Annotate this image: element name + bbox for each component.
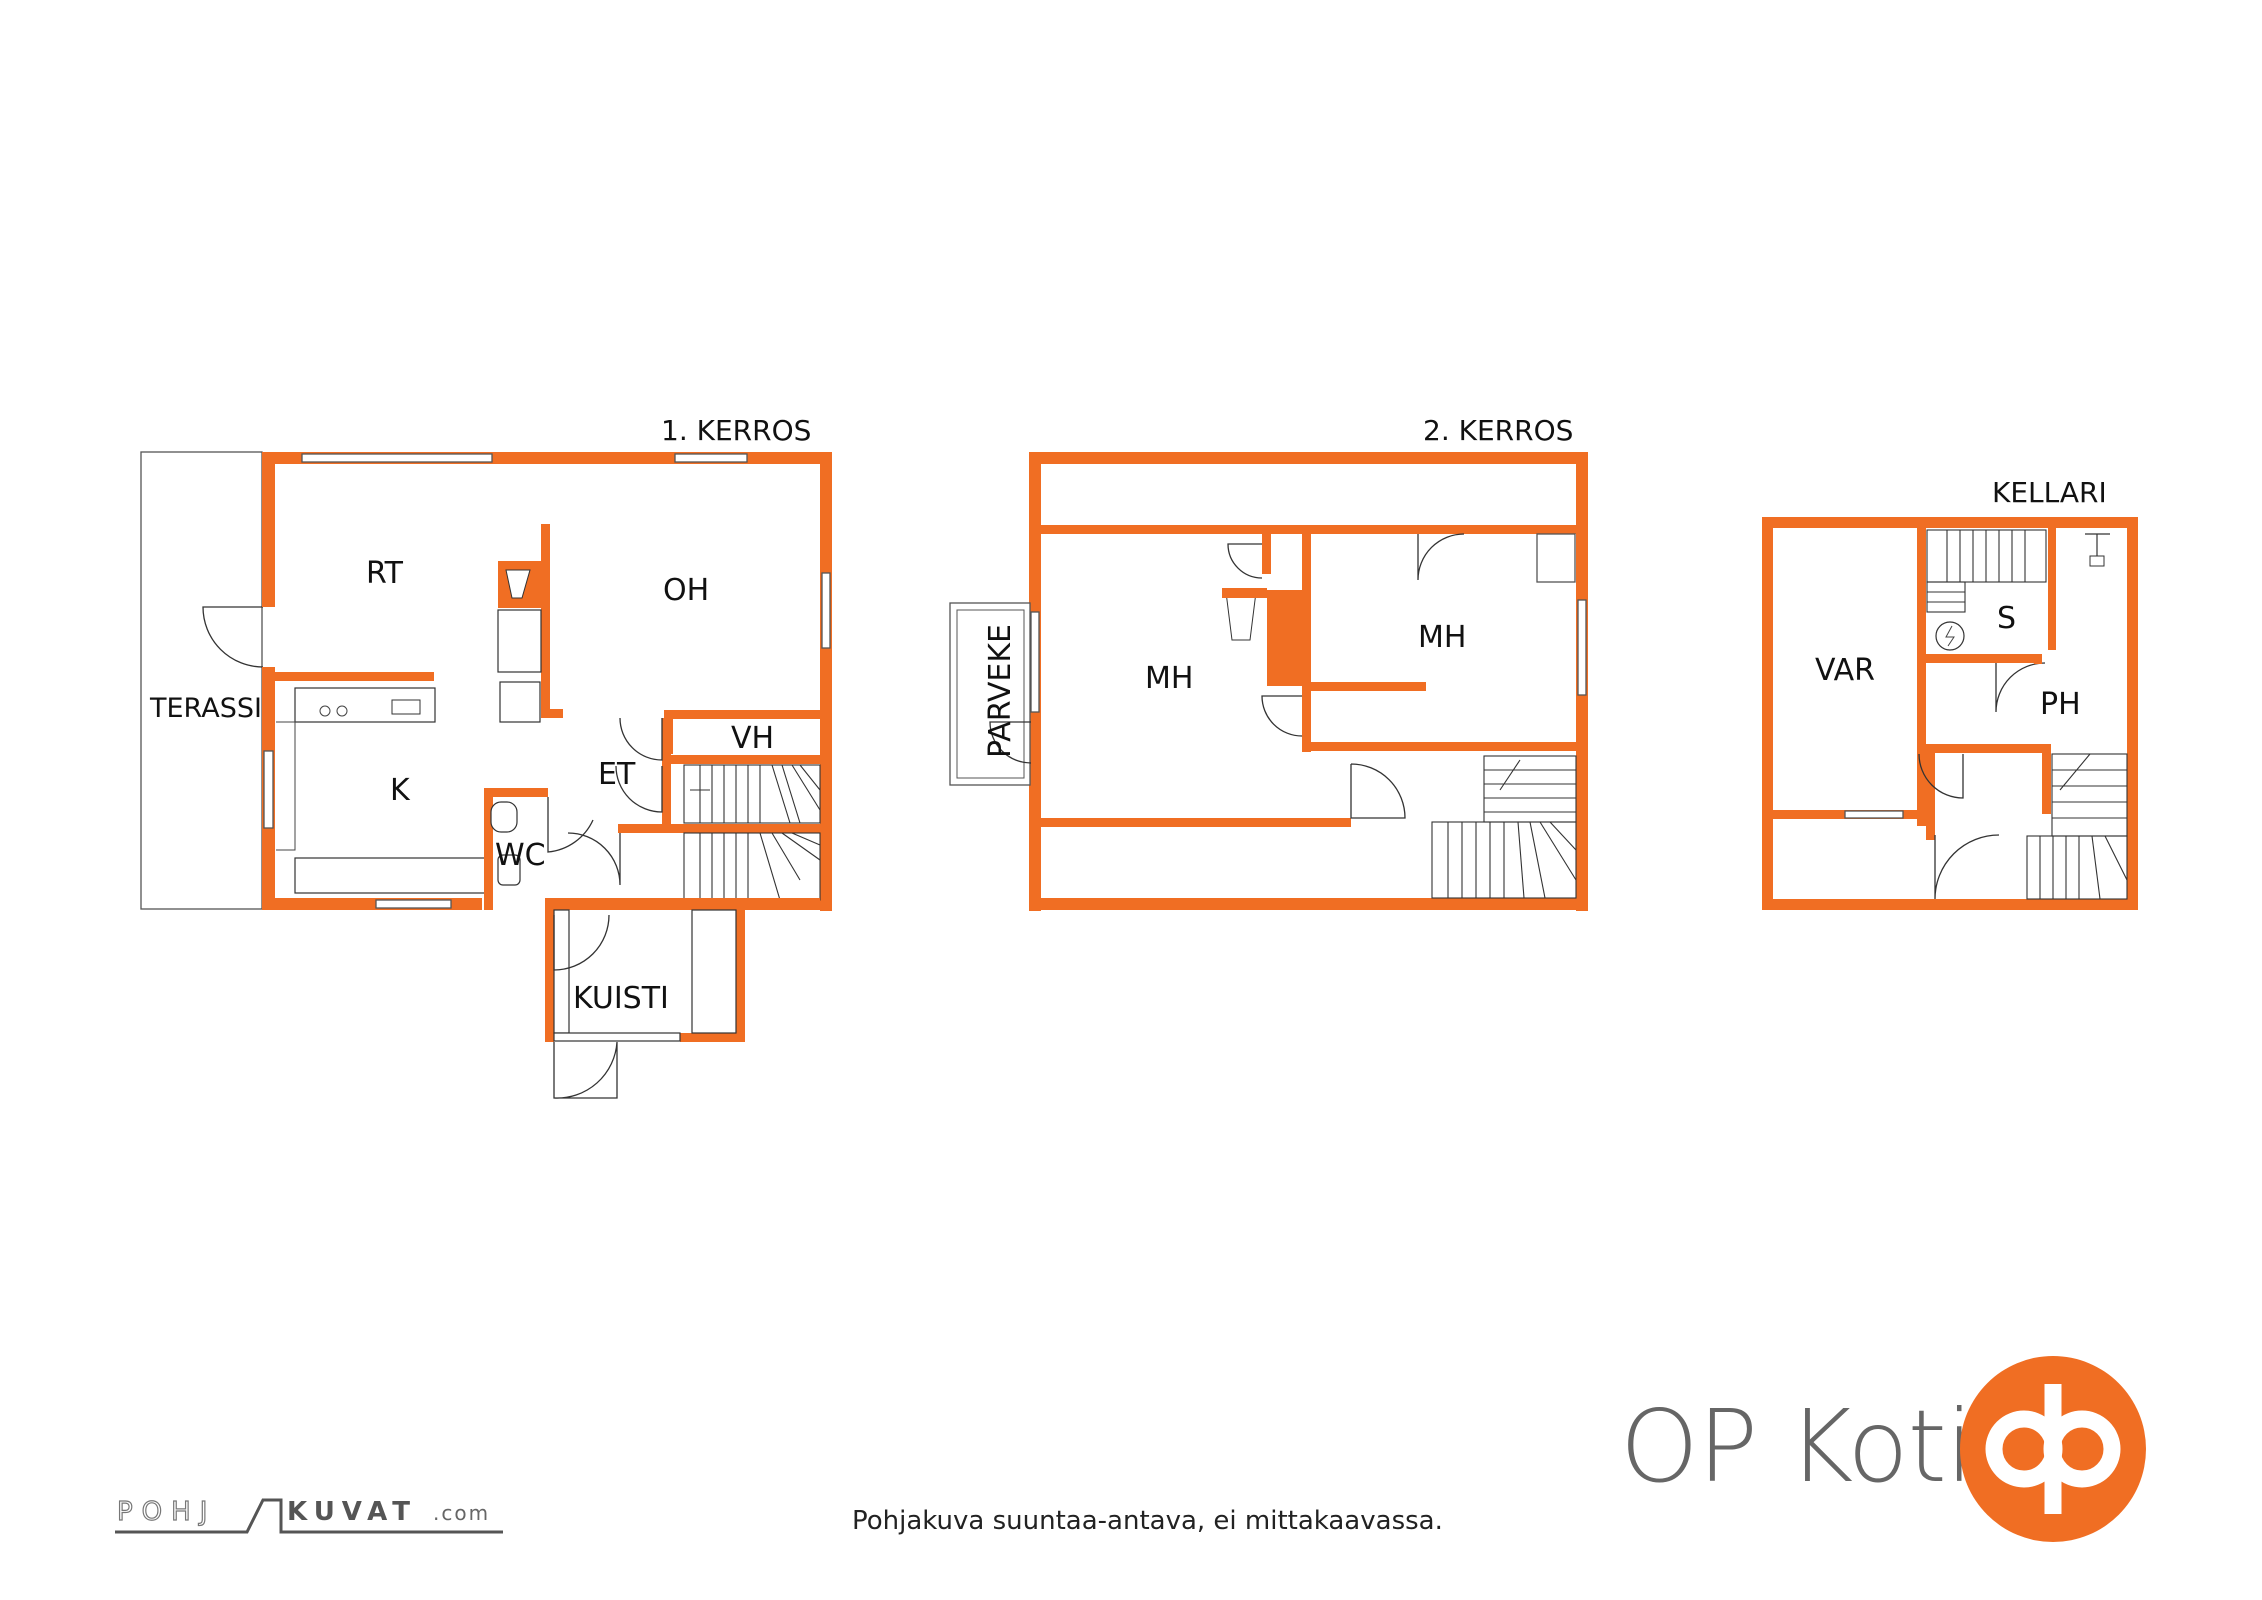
kuisti-outer-door [553, 1041, 618, 1099]
closet-door-1 [1227, 543, 1263, 579]
room-label-wc: WC [495, 838, 546, 873]
watermark-com: .com [433, 1501, 490, 1525]
disclaimer-note: Pohjakuva suuntaa-antava, ei mittakaavas… [852, 1506, 1443, 1536]
room-label-mh-left: MH [1145, 661, 1193, 696]
room-label-s: S [1997, 601, 2016, 636]
terrace-door [202, 606, 264, 668]
floor-title-basement: KELLARI [1992, 476, 2107, 509]
room-label-var: VAR [1815, 653, 1875, 688]
room-label-mh-right: MH [1418, 620, 1466, 655]
sauna-door [1995, 662, 2046, 713]
wc-door [547, 797, 594, 853]
terrace-area [140, 451, 263, 910]
ph-door [1918, 753, 1964, 799]
room-label-ph: PH [2040, 687, 2081, 722]
balcony-area [949, 602, 1031, 786]
kuisti-inner-door [553, 914, 610, 971]
basement-plan: KELLARI VAR S PH [1762, 476, 2138, 910]
pohjakuvat-logo: POHJ KUVAT .com [115, 1496, 503, 1534]
entry-door [567, 832, 621, 886]
stairs-basement-upper [1926, 529, 2047, 613]
room-label-rt: RT [366, 556, 404, 591]
mh-left-door [1261, 695, 1303, 737]
stairs-basement-lower [2026, 753, 2128, 900]
watermark-kuvat: KUVAT [287, 1497, 417, 1527]
room-label-vh: VH [731, 721, 774, 756]
floor-1-plan: TERASSI [140, 414, 832, 1099]
brand-name: OP Koti [1620, 1388, 1974, 1505]
op-logo-icon [1960, 1356, 2146, 1542]
room-label-kuisti: KUISTI [573, 981, 669, 1016]
vh-door [619, 717, 663, 761]
room-label-terassi: TERASSI [149, 693, 262, 724]
balcony-door [989, 721, 1032, 764]
floor-title-1: 1. KERROS [661, 414, 811, 447]
stair-door [615, 765, 663, 813]
basement-hall-door [1934, 834, 2000, 900]
room-label-et: ET [598, 757, 636, 792]
watermark-pohj: POHJ [117, 1497, 216, 1527]
room-label-k: K [390, 773, 411, 808]
mh-right-door-top [1417, 533, 1465, 581]
stairs-floor-1 [683, 764, 821, 901]
floor-2-plan: PARVEKE 2. KERROS MH MH [949, 414, 1588, 911]
stairs-floor-2 [1431, 755, 1577, 899]
floor-title-2: 2. KERROS [1423, 414, 1573, 447]
hall-door [1350, 763, 1406, 819]
room-label-parveke: PARVEKE [983, 624, 1018, 758]
room-label-oh: OH [663, 573, 709, 608]
